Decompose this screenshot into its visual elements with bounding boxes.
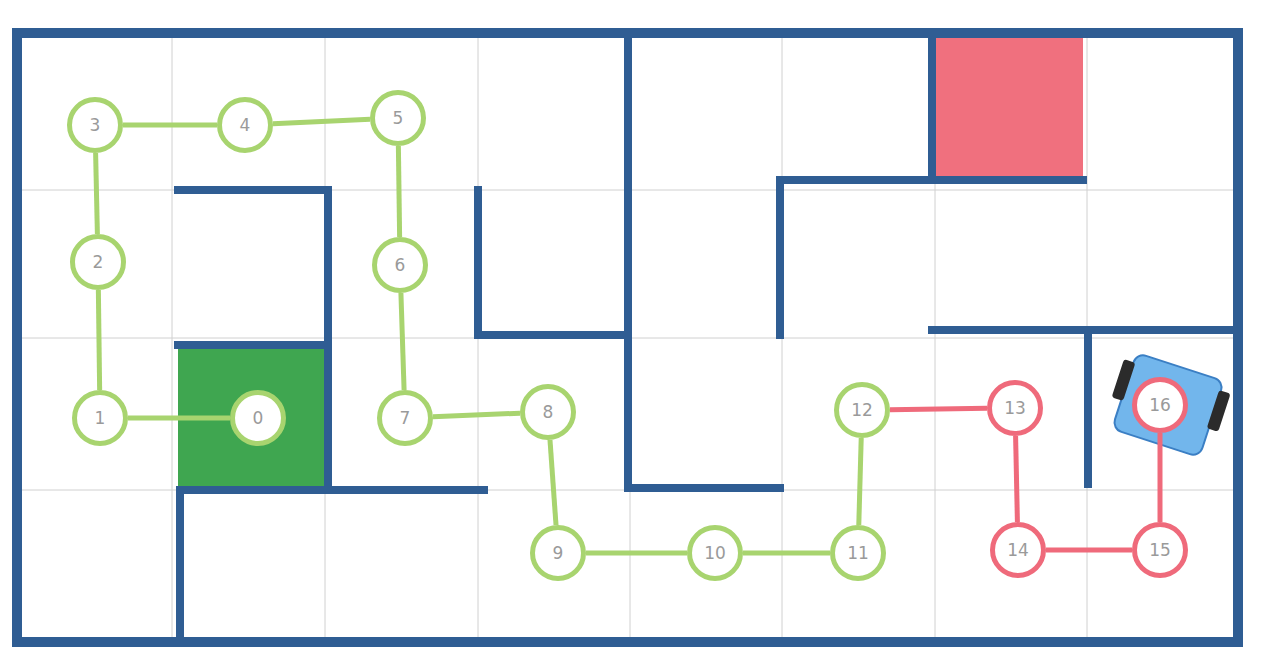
- path-step-circle: 14: [990, 522, 1046, 578]
- step-number: 16: [1149, 395, 1171, 415]
- step-number: 9: [553, 543, 564, 563]
- step-number: 14: [1007, 540, 1029, 560]
- path-step-circle: 6: [372, 237, 428, 293]
- step-number: 10: [704, 543, 726, 563]
- path-step-circle: 7: [377, 390, 433, 446]
- path-step-circle: 10: [687, 525, 743, 581]
- path-step-circle: 13: [987, 380, 1043, 436]
- path-step-circle: 9: [530, 525, 586, 581]
- path-step-circle: 8: [520, 384, 576, 440]
- path-segment: [586, 551, 687, 556]
- path-step-circle: 4: [217, 97, 273, 153]
- step-number: 0: [253, 408, 264, 428]
- step-number: 8: [543, 402, 554, 422]
- step-number: 1: [95, 408, 106, 428]
- step-number: 6: [395, 255, 406, 275]
- path-segment: [123, 123, 217, 128]
- path-segment: [1046, 548, 1132, 553]
- path-segment: [96, 153, 98, 234]
- step-number: 4: [240, 115, 251, 135]
- goal-cell: [935, 33, 1083, 180]
- step-number: 13: [1004, 398, 1026, 418]
- path-step-circle: 11: [830, 525, 886, 581]
- path-step-circle: 15: [1132, 522, 1188, 578]
- grid-lines: [17, 30, 1238, 642]
- path-segment: [128, 416, 230, 421]
- path-step-circle: 16: [1132, 377, 1188, 433]
- path-segment: [890, 408, 987, 409]
- step-number: 3: [90, 115, 101, 135]
- path-step-circle: 5: [370, 90, 426, 146]
- step-number: 15: [1149, 540, 1171, 560]
- path-segment: [743, 551, 830, 556]
- path-step-circle: 0: [230, 390, 286, 446]
- path-segment: [859, 438, 861, 525]
- path-segment: [1158, 433, 1163, 522]
- step-number: 5: [393, 108, 404, 128]
- step-number: 11: [847, 543, 869, 563]
- path-segment: [273, 119, 370, 123]
- path-segment: [433, 413, 520, 417]
- path-segment: [398, 146, 399, 237]
- path-segment: [401, 293, 404, 390]
- path-step-circle: 2: [70, 234, 126, 290]
- path-step-circle: 1: [72, 390, 128, 446]
- step-number: 7: [400, 408, 411, 428]
- path-step-circle: 3: [67, 97, 123, 153]
- step-number: 2: [93, 252, 104, 272]
- path-segment: [98, 290, 99, 390]
- path-step-circle: 12: [834, 382, 890, 438]
- maze-walls: [17, 33, 1238, 642]
- robot: [1102, 350, 1233, 461]
- path-segment: [1016, 436, 1018, 522]
- step-number: 12: [851, 400, 873, 420]
- path-segment: [550, 440, 556, 525]
